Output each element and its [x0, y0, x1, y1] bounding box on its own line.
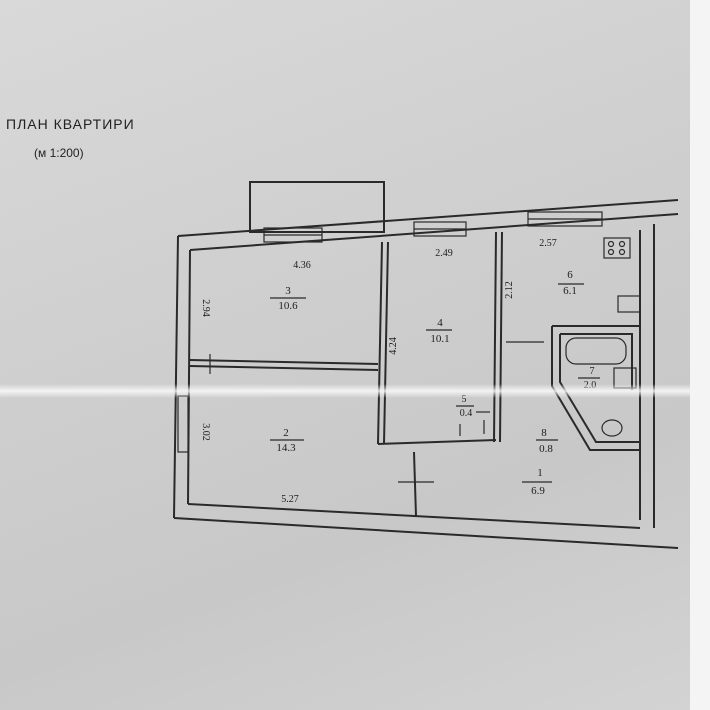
paper-edge	[690, 0, 710, 710]
room-number-1: 1	[537, 467, 543, 479]
room-number-7: 7	[590, 366, 595, 377]
room-number-4: 4	[437, 317, 443, 329]
room-area-2: 14.3	[276, 442, 296, 454]
dimension-room-2-width: 5.27	[281, 494, 299, 505]
room-area-8: 0.8	[539, 443, 553, 455]
dimension-room-4-depth: 4.24	[388, 337, 399, 355]
bathtub	[565, 337, 627, 365]
balcony	[249, 181, 385, 233]
dimension-room-6-depth: 2.12	[504, 281, 515, 299]
room-number-6: 6	[567, 269, 573, 281]
plan-scale: (м 1:200)	[34, 146, 84, 160]
stove	[603, 237, 631, 259]
room-area-1: 6.9	[531, 485, 545, 497]
dimension-room-6-width: 2.57	[539, 238, 557, 249]
dimension-room-4-width: 2.49	[435, 248, 453, 259]
room-number-5: 5	[462, 394, 467, 405]
paper-background	[0, 0, 690, 710]
room-labels: 3 10.6 4 10.1 6 6.1 2 14.3 5 0.4 7 2.0 8…	[276, 269, 596, 497]
room-number-2: 2	[283, 427, 289, 439]
toilet	[601, 419, 623, 437]
walls	[173, 181, 679, 549]
fixtures	[177, 211, 641, 483]
dimension-room-3-depth: 2.94	[200, 299, 211, 317]
room-area-3: 10.6	[278, 300, 298, 312]
room-area-4: 10.1	[430, 333, 449, 345]
window-room-2	[177, 395, 189, 453]
dimension-room-2-depth: 3.02	[200, 423, 211, 441]
dimension-labels: 4.36 2.49 2.57 2.94 4.24 2.12 3.02 5.27	[200, 238, 557, 505]
paper-fold-crease	[0, 384, 690, 398]
room-number-8: 8	[541, 427, 547, 439]
room-area-5: 0.4	[460, 408, 473, 419]
room-area-6: 6.1	[563, 285, 577, 297]
room-number-3: 3	[285, 285, 291, 297]
kitchen-sink	[617, 295, 641, 313]
dimension-room-3-width: 4.36	[293, 260, 311, 271]
plan-title: ПЛАН КВАРТИРИ	[6, 116, 135, 132]
